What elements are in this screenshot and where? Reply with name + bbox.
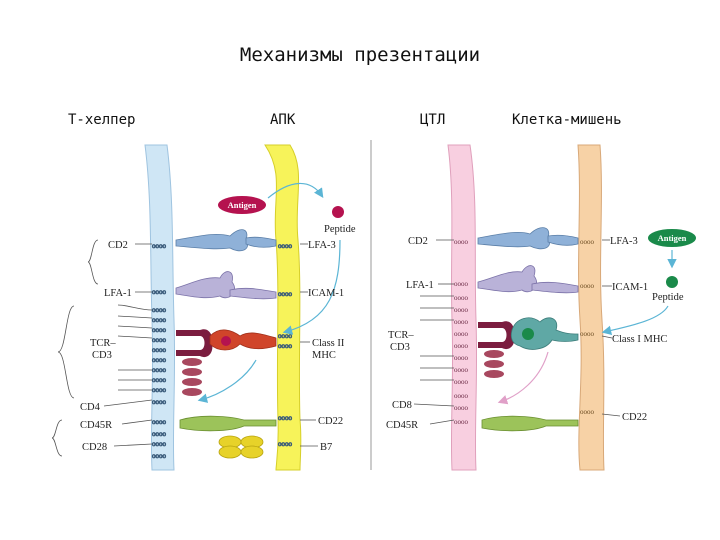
svg-text:oooo: oooo (152, 366, 167, 374)
cd3-subunits-right (484, 350, 504, 378)
label-class-ii: Class II (312, 338, 345, 349)
svg-text:oooo: oooo (454, 238, 469, 246)
tcr-left (176, 329, 213, 358)
svg-text:oooo: oooo (454, 354, 469, 362)
svg-text:oooo: oooo (278, 440, 293, 448)
svg-text:oooo: oooo (580, 330, 595, 338)
label-lfa3-left: LFA-3 (308, 240, 336, 251)
label-cd22-left: CD22 (318, 416, 343, 427)
cd2-lfa3-complex (175, 229, 248, 252)
svg-text:oooo: oooo (278, 332, 293, 340)
svg-text:oooo: oooo (152, 316, 167, 324)
cd45r-cd22-complex (179, 415, 277, 432)
svg-text:oooo: oooo (454, 306, 469, 314)
header-target-cell: Клетка-мишень (512, 112, 622, 128)
left-brackets (51, 239, 318, 457)
svg-text:oooo: oooo (152, 376, 167, 384)
mhc-class-i (510, 317, 579, 350)
label-cd4: CD4 (80, 402, 101, 413)
svg-text:oooo: oooo (454, 342, 469, 350)
antigen-left-label: Antigen (228, 200, 257, 210)
label-cd22-right: CD22 (622, 412, 647, 423)
svg-text:oooo: oooo (454, 280, 469, 288)
lfa1-icam1-complex (175, 271, 236, 299)
lfa1-icam1-complex-right (477, 265, 538, 293)
svg-text:oooo: oooo (152, 452, 167, 460)
target-cell-membrane (577, 144, 605, 471)
cd3-subunits-left (182, 358, 202, 396)
svg-text:oooo: oooo (152, 306, 167, 314)
svg-text:oooo: oooo (278, 290, 293, 298)
ctl-membrane (447, 144, 478, 471)
label-cd28: CD28 (82, 442, 107, 453)
svg-text:oooo: oooo (152, 418, 167, 426)
label-cd2-right: CD2 (408, 236, 428, 247)
antigen-right-label: Antigen (658, 233, 687, 243)
ctl-anchors: oooo oooo oooo oooo oooo oooo oooo oooo … (454, 238, 595, 426)
label-lfa3-right: LFA-3 (610, 236, 638, 247)
svg-text:oooo: oooo (454, 418, 469, 426)
t-helper-anchors: oooo oooo oooo oooo oooo oooo oooo oooo … (152, 242, 293, 461)
label-b7: B7 (320, 442, 332, 453)
svg-text:oooo: oooo (152, 326, 167, 334)
svg-text:oooo: oooo (454, 318, 469, 326)
header-ctl: ЦТЛ (420, 112, 446, 128)
label-cd45r-right: CD45R (386, 420, 418, 431)
label-lfa1-right: LFA-1 (406, 280, 434, 291)
svg-text:oooo: oooo (454, 366, 469, 374)
svg-text:oooo: oooo (152, 336, 167, 344)
peptide-left-label: Peptide (324, 224, 356, 235)
svg-text:oooo: oooo (152, 440, 167, 448)
svg-text:oooo: oooo (454, 392, 469, 400)
label-cd3-right: CD3 (390, 342, 410, 353)
antigen-left (218, 196, 266, 214)
diagram-title: Механизмы презентации (239, 44, 481, 66)
svg-text:oooo: oooo (580, 282, 595, 290)
peptide-in-groove-left (221, 336, 231, 346)
svg-text:oooo: oooo (152, 386, 167, 394)
svg-text:oooo: oooo (454, 294, 469, 302)
header-t-helper: Т-хелпер (68, 112, 136, 128)
svg-text:oooo: oooo (152, 242, 167, 250)
label-cd3-left: CD3 (92, 350, 112, 361)
label-tcr-right: TCR– (388, 330, 414, 341)
cd28-b7-complex (218, 435, 264, 459)
svg-text:oooo: oooo (152, 356, 167, 364)
header-apc: АПК (270, 112, 296, 128)
label-cd8: CD8 (392, 400, 412, 411)
label-icam1-right: ICAM-1 (612, 282, 648, 293)
label-tcr-left: TCR– (90, 338, 116, 349)
svg-text:oooo: oooo (152, 398, 167, 406)
svg-text:oooo: oooo (152, 346, 167, 354)
svg-text:oooo: oooo (152, 430, 167, 438)
cd45r-cd22-complex-right (481, 415, 579, 432)
tcr-right (478, 321, 515, 350)
label-cd2-left: CD2 (108, 240, 128, 251)
peptide-left (332, 206, 344, 218)
label-cd45r-left: CD45R (80, 420, 112, 431)
mhc-class-ii (209, 329, 277, 351)
peptide-right (666, 276, 678, 288)
svg-text:oooo: oooo (454, 404, 469, 412)
label-mhc-left: MHC (312, 350, 336, 361)
peptide-in-groove-right (522, 328, 534, 340)
svg-text:oooo: oooo (580, 408, 595, 416)
label-class-i-mhc: Class I MHC (612, 334, 667, 345)
svg-text:oooo: oooo (278, 242, 293, 250)
label-icam1-left: ICAM-1 (308, 288, 344, 299)
right-leader-lines (413, 239, 621, 425)
svg-text:oooo: oooo (454, 330, 469, 338)
t-helper-membrane (144, 144, 176, 471)
peptide-right-label: Peptide (652, 292, 684, 303)
svg-text:oooo: oooo (580, 238, 595, 246)
svg-text:oooo: oooo (454, 378, 469, 386)
cd2-lfa3-complex-right (477, 227, 550, 250)
svg-text:oooo: oooo (278, 342, 293, 350)
antigen-right (648, 229, 696, 247)
svg-text:oooo: oooo (152, 288, 167, 296)
label-lfa1-left: LFA-1 (104, 288, 132, 299)
svg-text:oooo: oooo (278, 414, 293, 422)
